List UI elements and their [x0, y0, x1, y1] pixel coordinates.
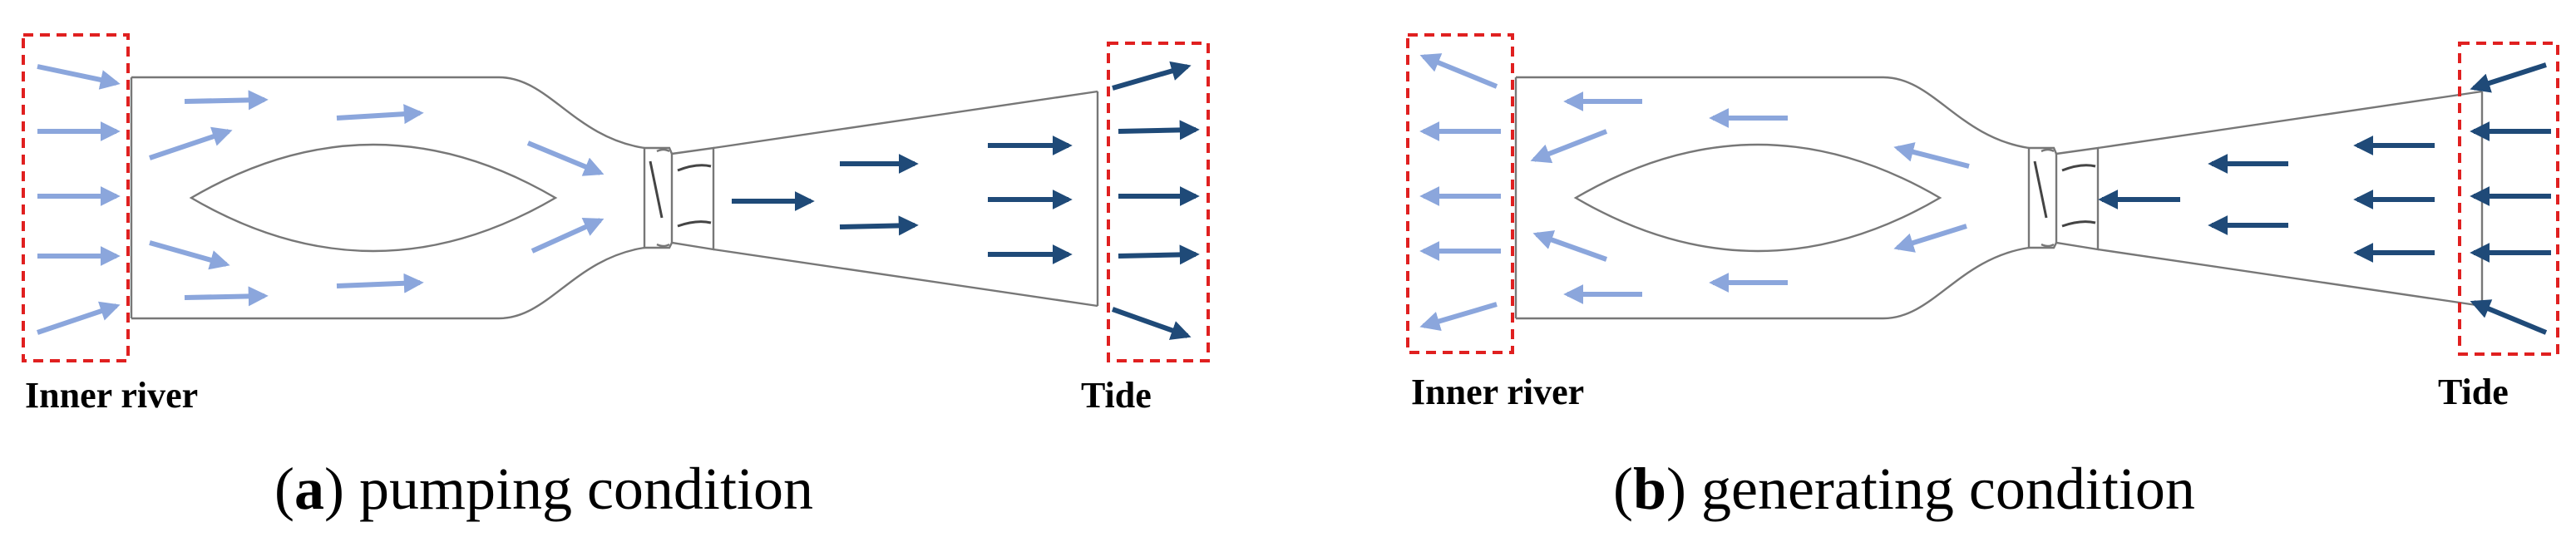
panel-a-inner-river-label: Inner river — [25, 375, 198, 416]
panel-b-sea-arrows — [2098, 136, 2435, 263]
panel-b-caption-letter: b — [1633, 456, 1666, 522]
panel-b-inner-river-arrows — [1419, 53, 1501, 332]
panel-b-basin-arrows — [1530, 91, 1970, 304]
panel-b-inner-river-box — [1406, 33, 1514, 354]
panel-b-tide-arrows — [2470, 62, 2551, 335]
panel-a-tide-label: Tide — [1081, 375, 1152, 416]
panel-a-pumping: Inner river Tide (a) pumping condition — [22, 33, 1210, 522]
panel-a-tide-box — [1107, 42, 1210, 362]
panel-a-conduit-outline — [130, 76, 1099, 320]
panel-b-caption: (b) generating condition — [1613, 456, 2195, 522]
panel-a-caption: (a) pumping condition — [274, 456, 813, 522]
panel-a-inner-river-arrows — [37, 64, 121, 335]
panel-a-basin-arrows — [149, 90, 605, 307]
panel-b-conduit-outline — [1514, 76, 2484, 320]
panel-b-tide-box — [2458, 42, 2559, 356]
panel-a-tide-arrows — [1111, 61, 1200, 340]
panel-b-inner-river-label: Inner river — [1411, 372, 1584, 412]
panel-a-inner-river-box — [22, 33, 130, 362]
panel-a-sea-arrows — [732, 136, 1073, 264]
panel-a-caption-text: pumping condition — [359, 456, 813, 522]
panel-b-caption-text: generating condition — [1701, 456, 2195, 522]
panel-b-generating: Inner river Tide (b) generating conditio… — [1406, 33, 2559, 522]
panel-a-caption-letter: a — [294, 456, 324, 522]
panel-b-tide-label: Tide — [2438, 372, 2509, 412]
